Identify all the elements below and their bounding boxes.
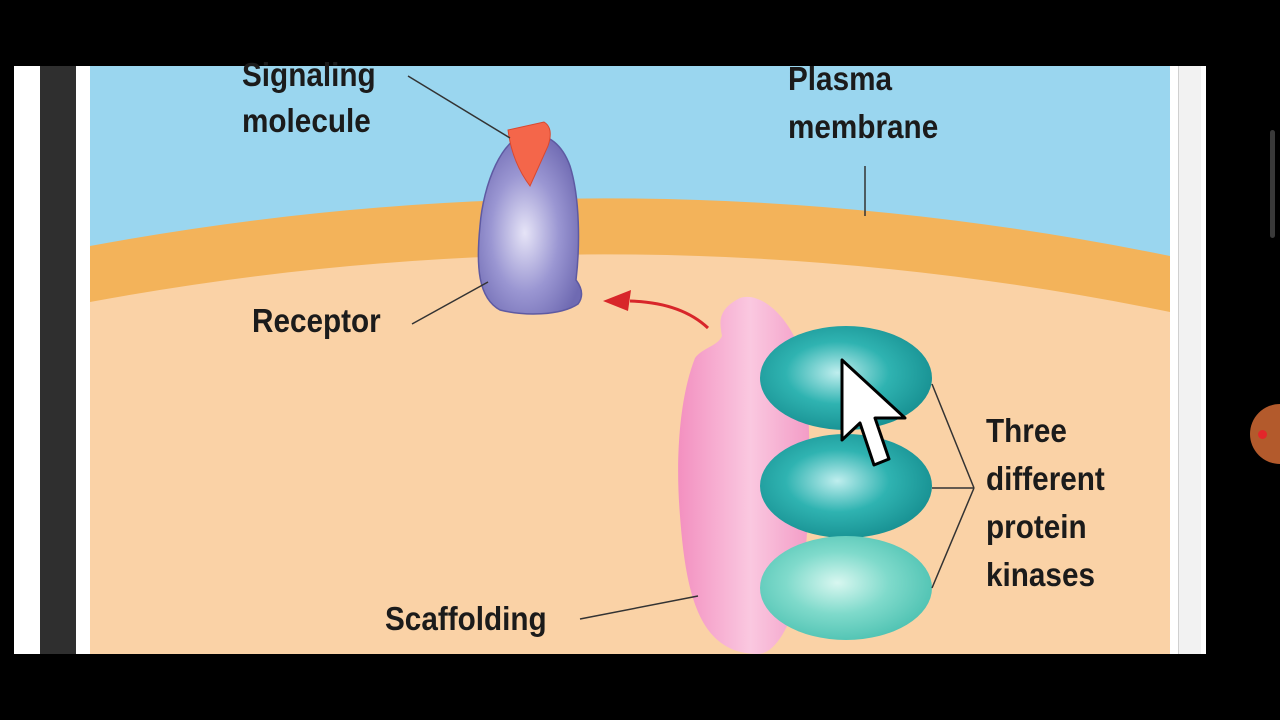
kinases-label-line4: kinases xyxy=(986,556,1095,593)
activation-arrow xyxy=(629,299,710,330)
scaffolding-label: Scaffolding xyxy=(385,600,547,637)
plasma-label-line2: membrane xyxy=(788,108,939,145)
protein-kinase-2 xyxy=(760,434,932,538)
viewer-left-frame xyxy=(40,66,76,654)
signaling-label-line1: Signaling xyxy=(242,56,376,93)
plasma-label-line1: Plasma xyxy=(788,60,893,97)
cell-signaling-diagram: Signaling molecule Plasma membrane Recep… xyxy=(90,56,1170,654)
kinases-label-line2: different xyxy=(986,460,1105,497)
kinase-leader-3 xyxy=(931,487,975,589)
kinases-label-line3: protein xyxy=(986,508,1087,545)
signaling-molecule xyxy=(507,121,551,187)
signaling-molecule-leader xyxy=(407,75,511,139)
kinase-leader-1 xyxy=(931,383,975,489)
signaling-label-line2: molecule xyxy=(242,102,371,139)
mouse-pointer-icon xyxy=(840,358,907,467)
receptor-leader xyxy=(411,281,489,325)
protein-kinase-3 xyxy=(760,536,932,640)
receptor-label: Receptor xyxy=(252,302,381,339)
record-button[interactable] xyxy=(1250,404,1280,464)
receptor-protein xyxy=(477,133,583,315)
scroll-indicator[interactable] xyxy=(1270,130,1275,238)
scaffolding-leader xyxy=(579,595,699,620)
kinases-label-line1: Three xyxy=(986,412,1067,449)
activation-arrowhead xyxy=(603,290,631,311)
diagram-canvas xyxy=(90,66,1170,654)
viewer-right-frame xyxy=(1178,66,1201,654)
record-icon xyxy=(1258,430,1267,439)
